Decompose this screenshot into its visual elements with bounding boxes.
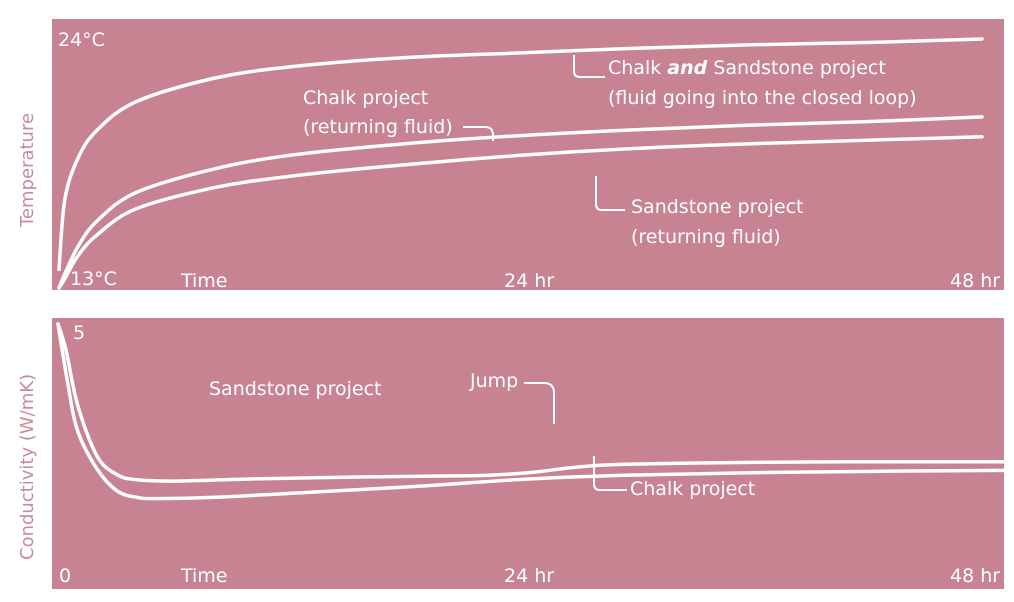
x-tick-24hr: 24 hr — [504, 270, 555, 292]
temperature-series-line-0 — [57, 37, 984, 272]
y-axis-label-conductivity: Conductivity (W/mK) — [17, 373, 38, 560]
annotation-sandstone-conductivity: Sandstone project — [209, 378, 382, 400]
annotation-chalk-sub: (returning fluid) — [303, 116, 453, 138]
annotation-sandstone-title: Sandstone project — [631, 196, 804, 218]
x-tick-48hr-bottom: 48 hr — [950, 565, 1001, 587]
x-tick-24hr-bottom: 24 hr — [504, 565, 555, 587]
annotation-sandstone-sub: (returning fluid) — [631, 226, 781, 248]
x-axis-label-time: Time — [181, 270, 228, 292]
x-tick-0: 0 — [59, 565, 72, 587]
y-tick-13c: 13°C — [70, 268, 117, 290]
conductivity-series-line-0 — [56, 322, 1006, 483]
y-axis-label-temperature: Temperature — [17, 112, 38, 227]
y-tick-24c: 24°C — [58, 29, 105, 51]
annotation-chalk-sandstone-sub: (fluid going into the closed loop) — [608, 87, 917, 109]
leader-chalk-conductivity — [593, 456, 627, 491]
y-tick-5: 5 — [73, 322, 86, 344]
leader-chalk-sandstone — [573, 55, 605, 78]
temperature-chart-panel: 24°C 13°C Time 24 hr 48 hr Chalk and San… — [52, 19, 1004, 292]
x-tick-48hr: 48 hr — [950, 270, 1001, 292]
conductivity-series-line-1 — [56, 322, 1006, 501]
leader-jump — [524, 382, 555, 424]
leader-sandstone — [595, 176, 625, 211]
conductivity-chart-panel: 5 0 Time 24 hr 48 hr Sandstone project J… — [52, 318, 1006, 589]
annotation-chalk-conductivity: Chalk project — [630, 478, 756, 500]
annotation-chalk-sandstone-title: Chalk and Sandstone project — [608, 57, 886, 79]
annotation-chalk-title: Chalk project — [303, 87, 429, 109]
temperature-plot — [57, 37, 984, 290]
conductivity-plot — [56, 322, 1006, 501]
temperature-series-line-1 — [57, 115, 984, 290]
x-axis-label-time-bottom: Time — [181, 565, 228, 587]
annotation-jump: Jump — [470, 370, 519, 392]
temperature-series-line-2 — [57, 134, 984, 290]
leader-chalk — [463, 126, 494, 141]
